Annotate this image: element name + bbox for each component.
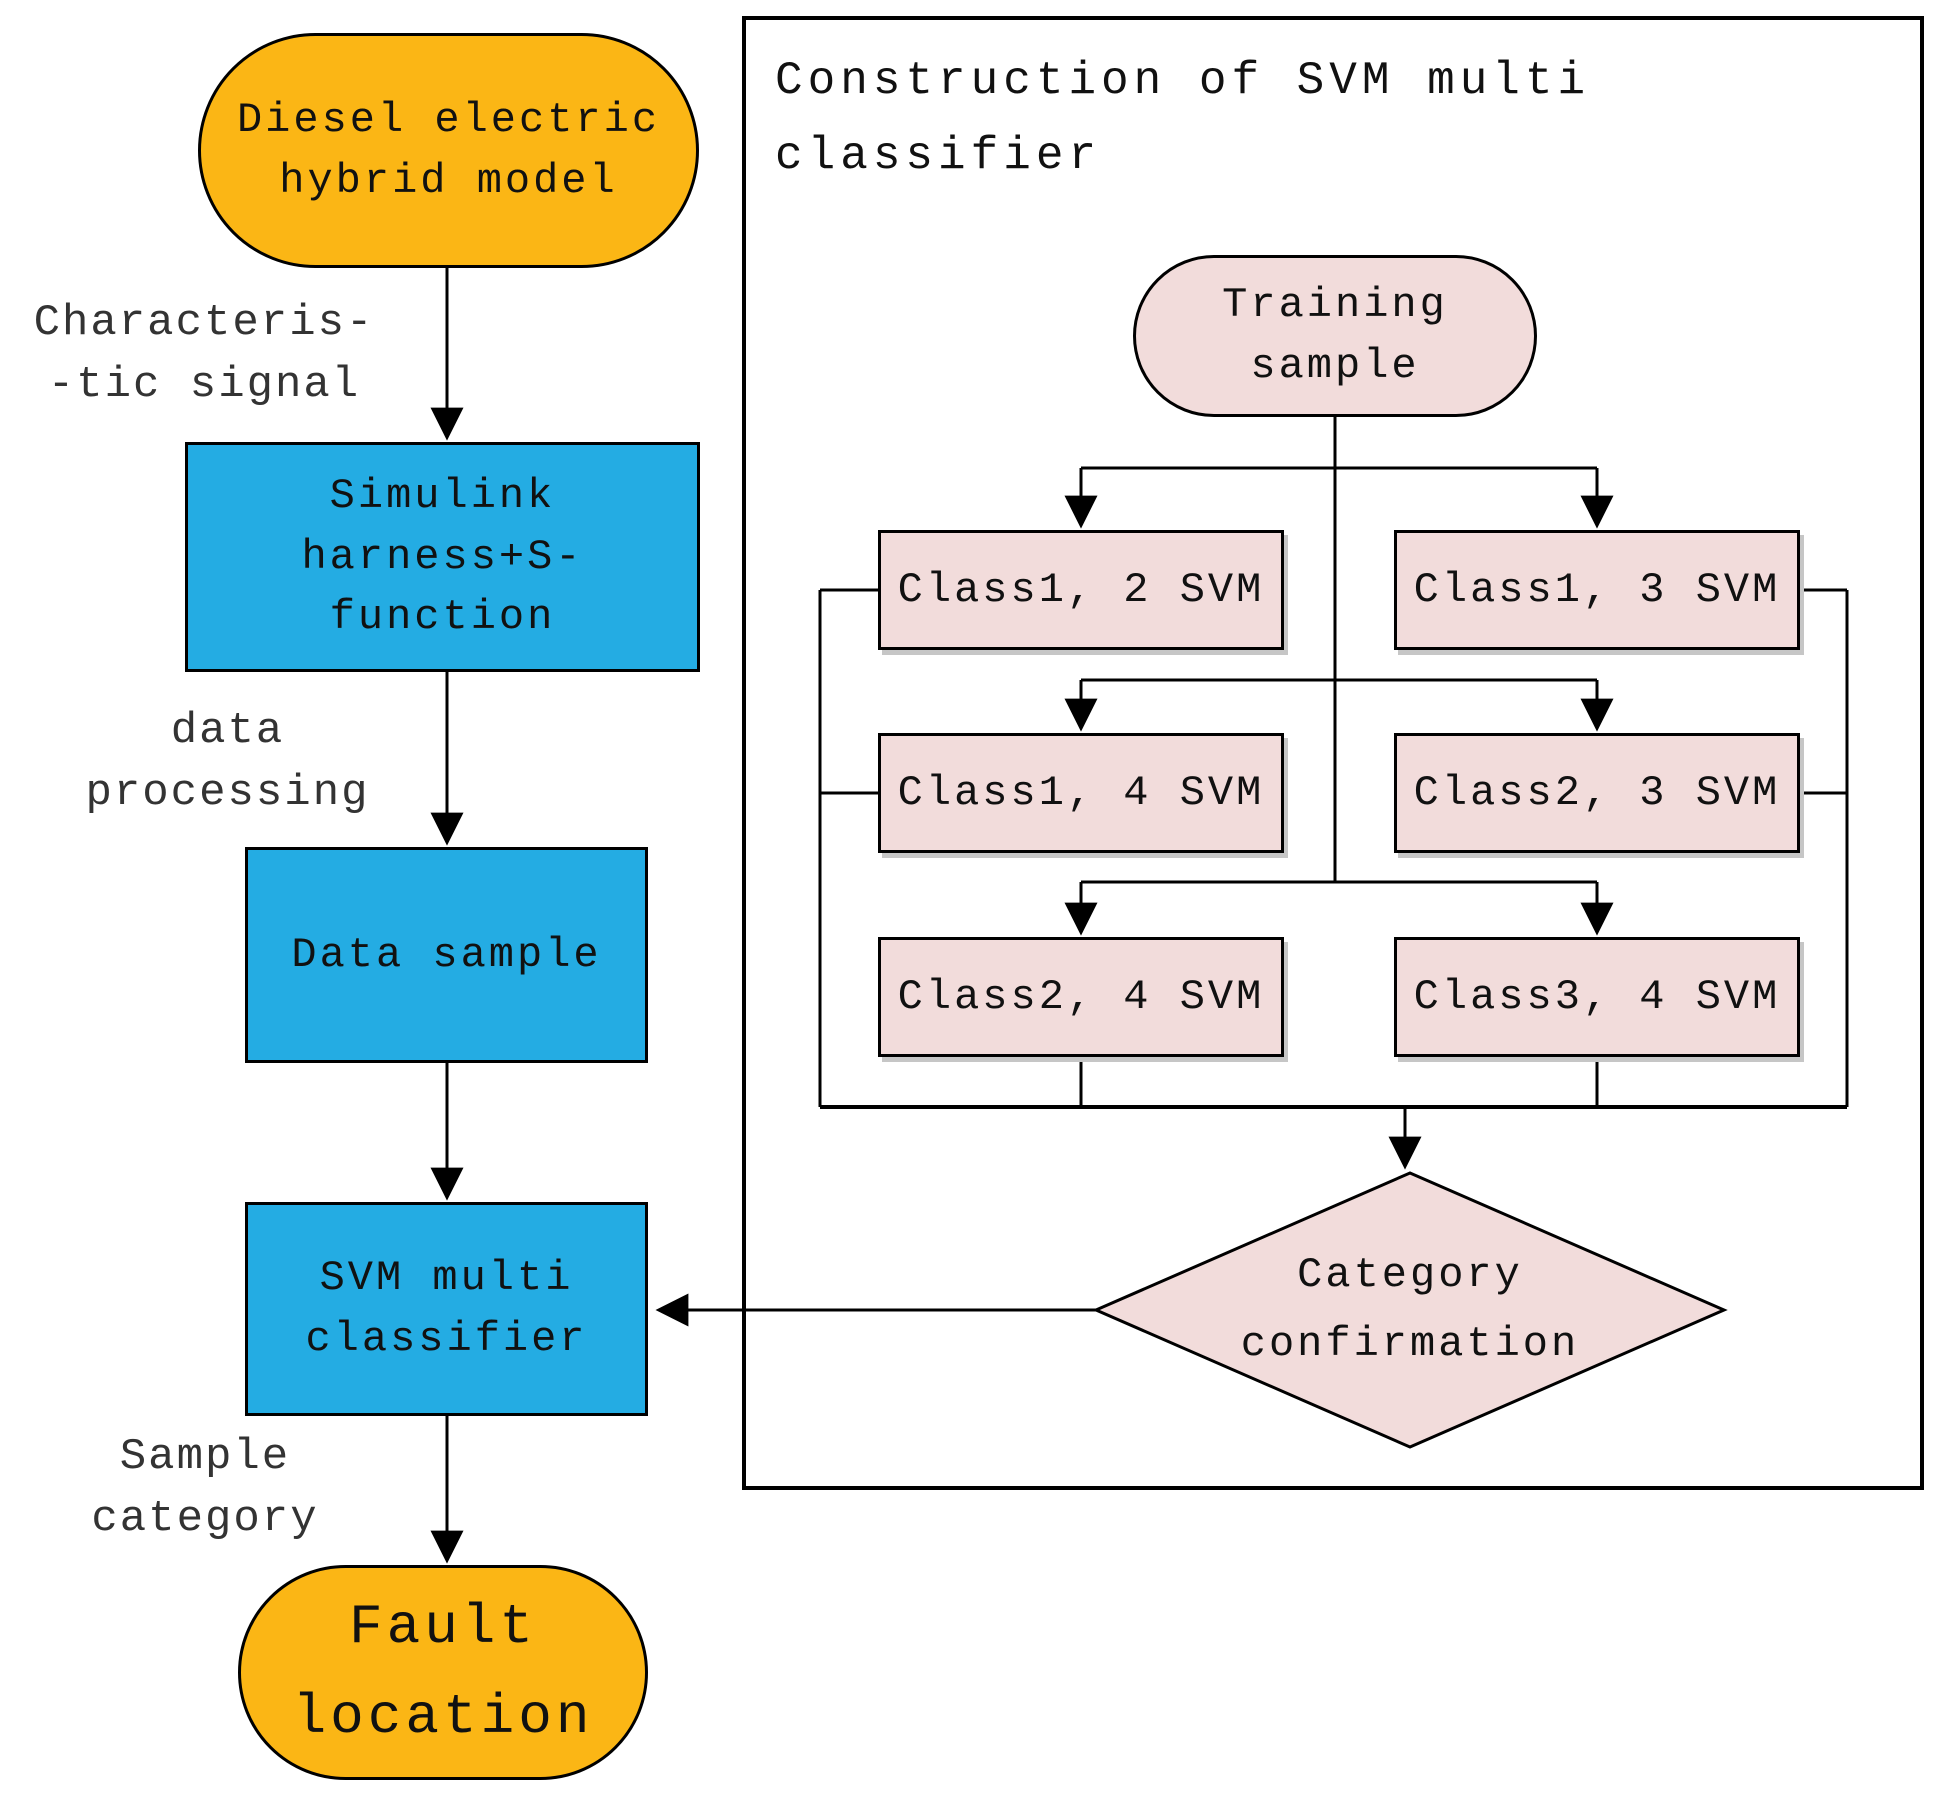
node-line: Class2, 4 SVM bbox=[897, 972, 1265, 1021]
edge-label-line: processing bbox=[85, 768, 370, 819]
node-line: Simulink bbox=[329, 471, 556, 520]
node-line: function bbox=[329, 593, 556, 642]
node-diesel-hybrid-model: Diesel electric hybrid model bbox=[198, 33, 699, 268]
node-line: Class1, 4 SVM bbox=[897, 768, 1265, 817]
branch-row-1 bbox=[1064, 466, 1614, 529]
branch-row-3 bbox=[1064, 880, 1614, 936]
svm-panel-frame bbox=[742, 16, 1924, 1490]
node-data-sample: Data sample bbox=[245, 847, 648, 1063]
node-class-1-2-svm: Class1, 2 SVM bbox=[878, 530, 1284, 650]
node-simulink-harness: Simulink harness+S- function bbox=[185, 442, 700, 672]
edge-label-characteristic-signal: Characteris- -tic signal bbox=[8, 292, 400, 417]
node-line: hybrid model bbox=[279, 156, 618, 205]
left-collector bbox=[818, 588, 878, 1107]
node-line: Class3, 4 SVM bbox=[1413, 972, 1781, 1021]
node-line: sample bbox=[1250, 342, 1420, 390]
node-class-1-3-svm: Class1, 3 SVM bbox=[1394, 530, 1800, 650]
node-svm-multi-classifier: SVM multi classifier bbox=[245, 1202, 648, 1416]
edge-label-line: Characteris- bbox=[33, 298, 375, 348]
node-training-sample: Training sample bbox=[1133, 255, 1537, 417]
node-line: harness+S- bbox=[301, 532, 584, 581]
bottom-collector bbox=[820, 1057, 1847, 1109]
node-class-3-4-svm: Class3, 4 SVM bbox=[1394, 937, 1800, 1057]
node-line: Class2, 3 SVM bbox=[1413, 768, 1781, 817]
node-line: Training bbox=[1222, 281, 1448, 330]
edge-label-line: Sample bbox=[119, 1432, 291, 1482]
node-line: Class1, 3 SVM bbox=[1413, 565, 1781, 614]
edge-label-sample-category: Sample category bbox=[70, 1426, 340, 1551]
edge-label-line: data bbox=[170, 706, 285, 756]
node-line: classifier bbox=[305, 1315, 588, 1363]
panel-title-line: Construction of SVM multi bbox=[775, 55, 1591, 107]
node-line: Diesel electric bbox=[236, 95, 661, 144]
branch-row-2 bbox=[1064, 678, 1614, 732]
node-class-1-4-svm: Class1, 4 SVM bbox=[878, 733, 1284, 853]
right-collector bbox=[1800, 588, 1849, 1107]
node-line: confirmation bbox=[1240, 1320, 1580, 1368]
decision-diamond-shape bbox=[1092, 1171, 1728, 1449]
node-line: location bbox=[292, 1684, 594, 1749]
node-line: Fault bbox=[348, 1594, 538, 1659]
edge-label-line: -tic signal bbox=[47, 360, 361, 411]
node-class-2-4-svm: Class2, 4 SVM bbox=[878, 937, 1284, 1057]
node-line: Data sample bbox=[291, 930, 602, 979]
panel-title: Construction of SVM multi classifier bbox=[775, 44, 1725, 193]
node-line: SVM multi bbox=[319, 1254, 574, 1303]
node-category-confirmation: Category confirmation bbox=[1096, 1173, 1724, 1447]
node-fault-location: Fault location bbox=[238, 1565, 648, 1780]
node-line: Category bbox=[1297, 1250, 1523, 1299]
node-line: Class1, 2 SVM bbox=[897, 565, 1265, 614]
edge-label-data-processing: data processing bbox=[55, 700, 400, 825]
edge-label-line: category bbox=[91, 1494, 319, 1545]
panel-title-line: classifier bbox=[775, 129, 1102, 182]
node-class-2-3-svm: Class2, 3 SVM bbox=[1394, 733, 1800, 853]
